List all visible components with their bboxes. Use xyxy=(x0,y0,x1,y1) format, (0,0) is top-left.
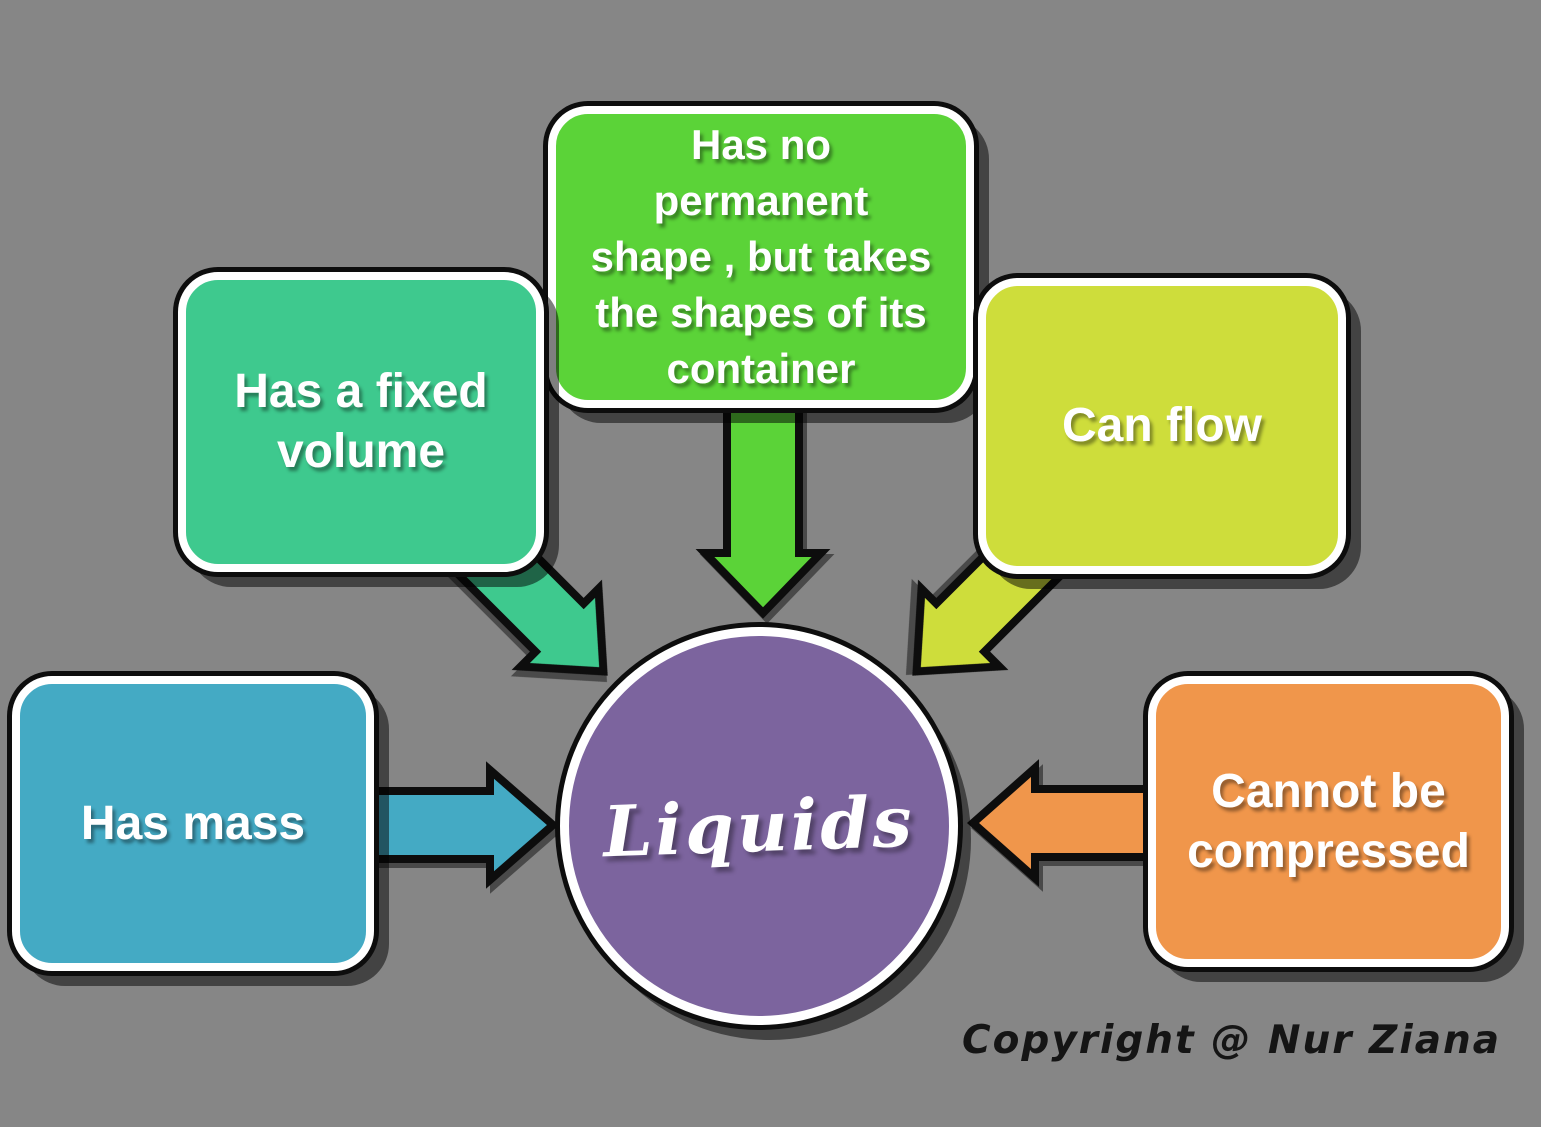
box-cannot-be-compressed-label: Cannot be compressed xyxy=(1187,764,1470,878)
box-has-mass-label: Has mass xyxy=(80,796,306,850)
box-cannot-be-compressed: Cannot be compressed xyxy=(1148,676,1509,967)
box-fixed-volume: Has a fixed volume xyxy=(178,272,544,572)
arrow-right-to-center xyxy=(966,759,1154,887)
copyright-text: Copyright @ Nur Ziana xyxy=(962,1018,1502,1063)
box-can-flow: Can flow xyxy=(978,278,1346,574)
box-fixed-volume-label: Has a fixed volume xyxy=(234,365,488,478)
box-no-permanent-shape-label: Has no permanent shape , but takes the s… xyxy=(590,121,932,392)
arrow-left-to-center xyxy=(356,761,560,889)
center-circle-label: Liquids xyxy=(601,779,917,873)
box-has-mass: Has mass xyxy=(12,676,374,971)
box-no-permanent-shape: Has no permanent shape , but takes the s… xyxy=(548,106,974,408)
center-circle-liquids: Liquids xyxy=(560,627,958,1025)
box-can-flow-label: Can flow xyxy=(1062,399,1262,452)
arrow-top-to-center xyxy=(695,396,831,619)
